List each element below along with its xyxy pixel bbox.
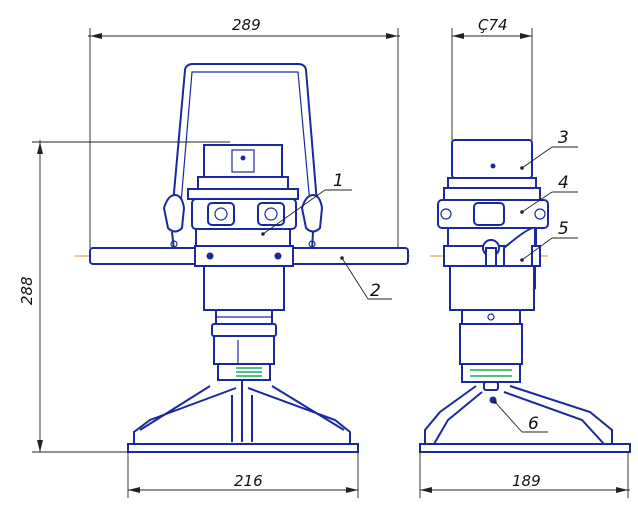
callout-2: 2 [370, 281, 381, 301]
side-view [419, 139, 631, 453]
callout-5: 5 [558, 219, 569, 239]
dim-288: 288 [18, 276, 36, 305]
callout-3: 3 [558, 128, 569, 148]
dim-289: 289 [232, 16, 261, 34]
leader-lines [261, 146, 578, 433]
callout-4: 4 [558, 173, 569, 193]
front-bail [171, 63, 319, 216]
dim-diameter-74: Ç74 [478, 16, 508, 34]
dim-189: 189 [512, 472, 541, 490]
callout-6: 6 [528, 414, 539, 434]
front-view [75, 63, 410, 453]
callout-1: 1 [333, 171, 344, 191]
dimension-lines [32, 28, 630, 498]
dim-216: 216 [234, 472, 263, 490]
